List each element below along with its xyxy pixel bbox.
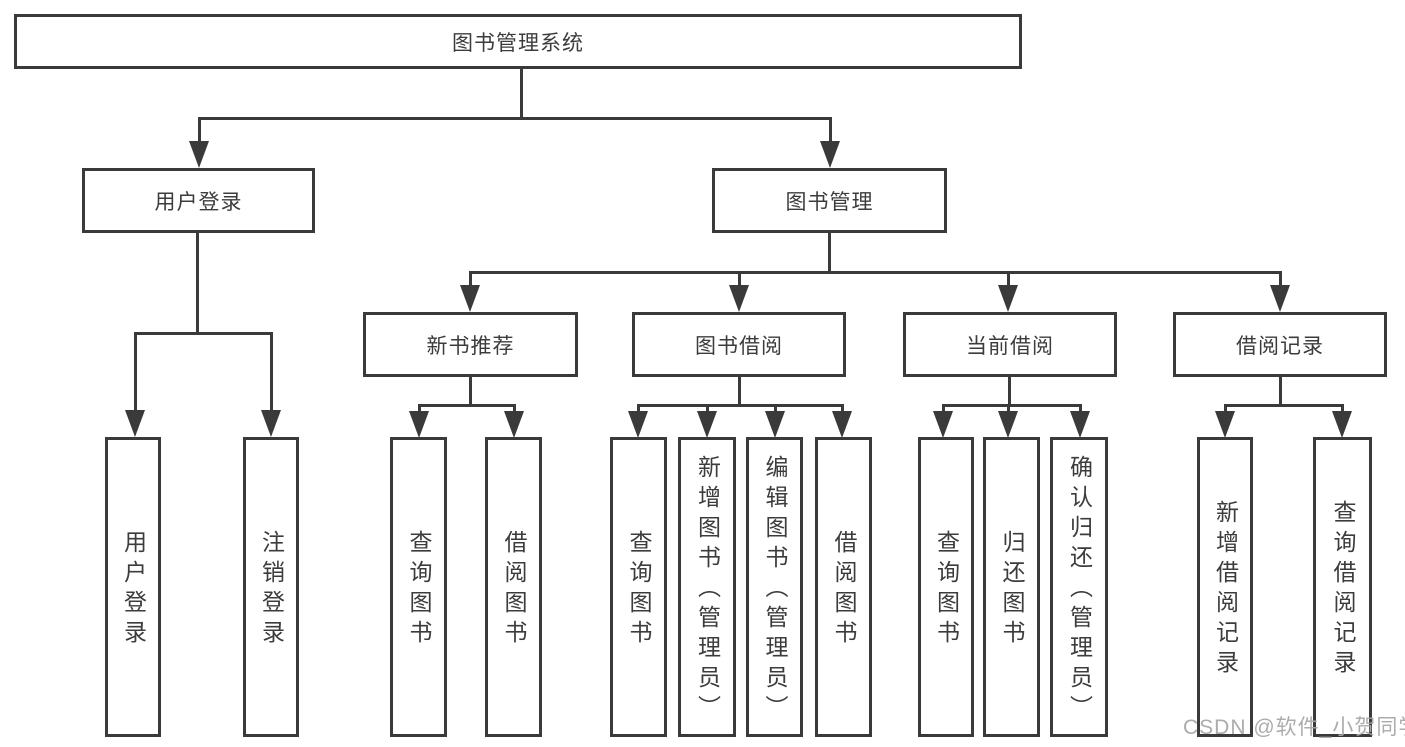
node-root: 图书管理系统 — [14, 14, 1022, 69]
leaf-add-borrow-record: 新增借阅记录 — [1197, 437, 1253, 737]
connector-line — [1224, 404, 1344, 407]
connector-line — [418, 405, 421, 415]
connector-line — [418, 404, 516, 407]
connector-line — [829, 119, 832, 145]
connector-line — [706, 405, 709, 415]
connector-line — [637, 405, 640, 415]
arrow-down-icon — [460, 285, 480, 312]
arrow-down-icon — [998, 285, 1018, 312]
connector-line — [774, 405, 777, 415]
arrow-down-icon — [998, 411, 1018, 438]
connector-line — [469, 273, 472, 289]
leaf-query-books-recommend-label: 查询图书 — [406, 530, 432, 650]
connector-line — [738, 273, 741, 289]
arrow-down-icon — [1332, 411, 1352, 438]
connector-line — [1007, 273, 1010, 289]
leaf-return-book: 归还图书 — [983, 437, 1040, 737]
node-book-borrowing-label: 图书借阅 — [695, 334, 783, 358]
connector-line — [841, 405, 844, 415]
arrow-down-icon — [832, 411, 852, 438]
leaf-edit-book-admin-label: 编辑图书（管理员） — [762, 455, 788, 725]
arrow-down-icon — [1270, 285, 1290, 312]
connector-line — [1224, 405, 1227, 415]
arrow-down-icon — [261, 410, 281, 437]
node-book-management: 图书管理 — [712, 168, 947, 233]
node-borrowing-records: 借阅记录 — [1173, 312, 1387, 377]
leaf-add-book-admin-label: 新增图书（管理员） — [694, 455, 721, 725]
csdn-watermark: CSDN @软件_小贺同学 — [1183, 716, 1405, 739]
connector-line — [469, 377, 472, 406]
connector-line — [738, 377, 741, 406]
leaf-user-login: 用户登录 — [105, 437, 161, 737]
connector-line — [513, 405, 516, 415]
connector-line — [1279, 377, 1282, 406]
connector-line — [942, 405, 945, 415]
arrow-down-icon — [933, 411, 953, 438]
connector-line — [942, 404, 1082, 407]
arrow-down-icon — [504, 411, 524, 438]
leaf-query-books-current: 查询图书 — [918, 437, 974, 737]
connector-line — [637, 404, 844, 407]
node-user-login-label: 用户登录 — [154, 190, 243, 214]
node-book-borrowing: 图书借阅 — [632, 312, 846, 377]
connector-line — [198, 119, 201, 145]
connector-line — [1079, 405, 1082, 415]
leaf-user-login-label: 用户登录 — [120, 530, 147, 650]
arrow-down-icon — [1070, 411, 1090, 438]
leaf-query-books-recommend: 查询图书 — [390, 437, 447, 737]
connector-line — [196, 233, 199, 335]
arrow-down-icon — [409, 411, 429, 438]
leaf-query-books-borrowing: 查询图书 — [610, 437, 667, 737]
leaf-query-borrow-record: 查询借阅记录 — [1313, 437, 1372, 737]
arrow-down-icon — [189, 141, 209, 168]
leaf-add-borrow-record-label: 新增借阅记录 — [1212, 500, 1239, 680]
arrow-down-icon — [765, 411, 785, 438]
connector-line — [1007, 405, 1010, 415]
leaf-return-book-label: 归还图书 — [999, 530, 1025, 650]
leaf-query-borrow-record-label: 查询借阅记录 — [1330, 500, 1356, 680]
leaf-confirm-return-admin-label: 确认归还（管理员） — [1066, 455, 1093, 725]
leaf-borrow-books-borrowing-label: 借阅图书 — [831, 530, 857, 650]
connector-line — [1279, 273, 1282, 289]
arrow-down-icon — [697, 411, 717, 438]
node-current-borrowing-label: 当前借阅 — [966, 334, 1054, 358]
node-user-login: 用户登录 — [82, 168, 315, 233]
connector-line — [520, 68, 523, 119]
connector-line — [134, 334, 137, 414]
leaf-borrow-books-recommend: 借阅图书 — [485, 437, 542, 737]
connector-line — [828, 233, 831, 274]
arrow-down-icon — [1215, 411, 1235, 438]
leaf-query-books-borrowing-label: 查询图书 — [626, 530, 652, 650]
node-book-management-label: 图书管理 — [785, 190, 874, 214]
arrow-down-icon — [125, 410, 145, 437]
arrow-down-icon — [628, 411, 648, 438]
leaf-borrow-books-recommend-label: 借阅图书 — [501, 530, 527, 650]
leaf-query-books-current-label: 查询图书 — [933, 530, 960, 650]
arrow-down-icon — [729, 285, 749, 312]
connector-line — [270, 334, 273, 414]
leaf-confirm-return-admin: 确认归还（管理员） — [1050, 437, 1108, 737]
node-current-borrowing: 当前借阅 — [903, 312, 1117, 377]
node-borrowing-records-label: 借阅记录 — [1236, 334, 1324, 358]
connector-line — [469, 271, 1282, 274]
leaf-edit-book-admin: 编辑图书（管理员） — [746, 437, 803, 737]
leaf-add-book-admin: 新增图书（管理员） — [678, 437, 736, 737]
leaf-logout: 注销登录 — [243, 437, 299, 737]
leaf-logout-label: 注销登录 — [258, 530, 285, 650]
connector-line — [1341, 405, 1344, 415]
connector-line — [1008, 377, 1011, 406]
connector-line — [134, 332, 273, 335]
node-new-book-recommend: 新书推荐 — [363, 312, 578, 377]
connector-line — [198, 117, 832, 120]
node-new-book-recommend-label: 新书推荐 — [426, 334, 515, 358]
arrow-down-icon — [820, 141, 840, 168]
leaf-borrow-books-borrowing: 借阅图书 — [815, 437, 872, 737]
node-root-label: 图书管理系统 — [452, 31, 584, 55]
